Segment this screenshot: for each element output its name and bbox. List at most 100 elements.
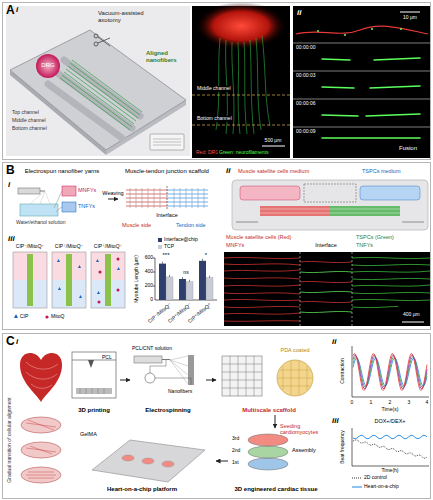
- panel-letter: C: [6, 335, 15, 349]
- scaffold-illustration: [222, 356, 262, 396]
- flow-arrow: [216, 461, 228, 462]
- text-label: GelMA: [80, 431, 97, 437]
- heart-illustration: [20, 353, 62, 402]
- woven-scaffold: [198, 188, 199, 208]
- electrospinning-illustration: [134, 355, 194, 385]
- mtj-chip: [330, 206, 400, 216]
- chip-illustration: [36, 54, 60, 78]
- text-label: 3rd: [232, 436, 239, 442]
- flow-arrow: [108, 199, 118, 200]
- condition-chips: [13, 252, 47, 308]
- fluorescence-image: [352, 278, 430, 279]
- text-label: 200: [145, 283, 153, 289]
- electrospinning-device: [40, 191, 45, 204]
- text-label: TNFYs: [78, 203, 95, 209]
- electrospinning-illustration: [150, 360, 166, 373]
- chip-illustration: [6, 6, 190, 156]
- electrospinning-illustration: [150, 360, 191, 385]
- printer-illustration: [86, 388, 87, 394]
- microscopy-image: [192, 125, 290, 126]
- text-label: TSPCs (Green): [356, 234, 394, 240]
- panel-frame: A: [2, 2, 431, 160]
- text-label: Interface: [156, 212, 177, 218]
- fluorescence-image: [224, 257, 300, 321]
- stage-caption: Muscle-tendon junction scaffold: [118, 168, 216, 175]
- text-label: Time(h): [381, 468, 398, 474]
- heart-illustration: [26, 362, 58, 369]
- chip-illustration: [153, 145, 181, 146]
- chip-illustration: [94, 42, 98, 46]
- woven-scaffold: [148, 188, 149, 208]
- condition-chips: [57, 259, 120, 298]
- timelapse-image: [322, 115, 358, 116]
- legend-text: Interface@chip: [164, 237, 198, 243]
- mtj-chip: [236, 222, 258, 223]
- chip-illustration: [98, 37, 110, 46]
- condition-chips: [105, 254, 111, 306]
- electrospinning-illustration: [134, 356, 162, 363]
- condition-chips: [27, 254, 111, 306]
- fluorescence-image: [352, 257, 430, 307]
- timelapse-image: [370, 86, 420, 88]
- timelapse-image: [317, 30, 319, 32]
- bar: [186, 282, 193, 300]
- heart-illustration: [26, 475, 56, 476]
- fluorescence-image: [224, 285, 300, 286]
- woven-scaffold: [160, 188, 161, 208]
- woven-scaffold: [204, 188, 205, 208]
- legend-swatch: [158, 238, 162, 242]
- timelapse-image: [293, 127, 430, 128]
- heart-illustration: [20, 353, 62, 483]
- chip-platform: [142, 458, 154, 464]
- text-label: 0: [150, 297, 153, 303]
- woven-scaffold: [126, 202, 167, 203]
- electrospinning-device: [62, 186, 76, 196]
- text-label: Middle channel: [196, 86, 232, 92]
- fluorescence-image: [224, 278, 300, 279]
- text-label: 00:00:03: [296, 73, 315, 79]
- printer-illustration: [98, 388, 99, 394]
- chip-illustration: [153, 139, 181, 140]
- timelapse-image: [322, 87, 354, 88]
- timelapse-image: [371, 28, 373, 30]
- text-label: 400 μm: [402, 312, 421, 318]
- electrospinning-illustration: [170, 360, 188, 366]
- legend-text: TCP: [164, 244, 174, 250]
- chart-axes: [352, 466, 429, 467]
- flow-arrow: [275, 415, 276, 428]
- flow-arrow: [206, 380, 216, 381]
- text-label: Aligned nanofibers: [146, 50, 186, 64]
- error-bar: [189, 280, 190, 282]
- condition-chips: [27, 254, 33, 306]
- condition-chips: [96, 259, 99, 262]
- text-label: DRG: [41, 62, 54, 69]
- fluorescence-image: [352, 306, 398, 307]
- condition-chips: [13, 252, 125, 308]
- electrospinning-illustration: [170, 360, 188, 375]
- scaffold-illustration: [222, 388, 262, 389]
- microscopy-image: [244, 42, 247, 134]
- mtj-chip: [236, 222, 424, 223]
- fluorescence-image: [352, 257, 430, 258]
- mtj-chip: [240, 186, 300, 200]
- chart-axes: [352, 346, 429, 466]
- text-label: 00:00:00: [296, 45, 315, 51]
- woven-scaffold: [142, 188, 143, 208]
- text-label: ***: [162, 252, 169, 259]
- woven-scaffold: [136, 188, 137, 208]
- stage-box: 3D printing: [68, 345, 120, 415]
- stage-caption: Multiscale scaffold: [216, 407, 322, 414]
- text-label: Time(s): [382, 407, 399, 413]
- text-label: Bottom channel: [196, 116, 233, 122]
- chip-illustration: [153, 142, 181, 143]
- woven-scaffold: [126, 198, 167, 199]
- condition-chips: [66, 254, 72, 306]
- electrospinning-device: [40, 191, 45, 192]
- error-bar: [169, 275, 170, 277]
- heart-illustration: [21, 442, 61, 458]
- condition-chips: [13, 252, 125, 308]
- fluorescence-image: [224, 293, 300, 294]
- scaffold-illustration: [238, 356, 239, 396]
- condition-chips: [58, 287, 61, 290]
